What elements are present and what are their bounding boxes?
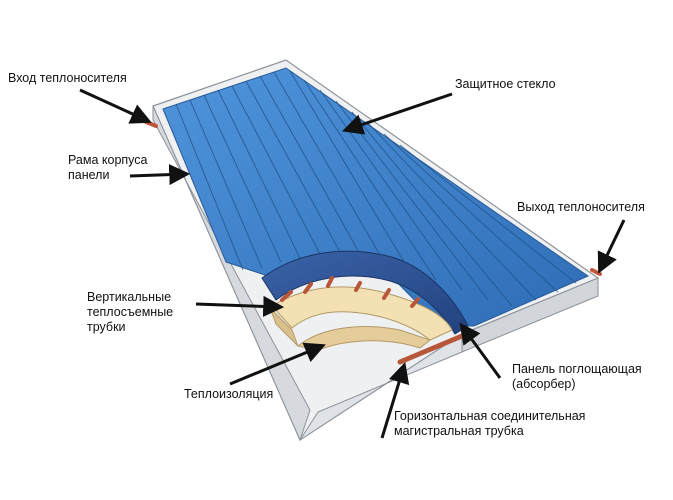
arrow-outlet [597,219,626,274]
arrow-insulation [229,342,326,386]
vertical-pipes [280,276,420,308]
insulation-cutaway [269,286,453,351]
arrow-inlet [79,88,152,124]
label-tubes: Вертикальные теплосъемные трубки [87,290,173,335]
label-tubes-line3: трубки [87,320,126,334]
arrow-glass [342,92,453,135]
label-header-line2: магистральная трубка [394,424,524,438]
arrow-tubes [195,295,285,317]
label-outlet: Выход теплоносителя [517,200,645,214]
label-tubes-line2: теплосъемные [87,305,174,319]
arrow-absorber [459,322,502,379]
label-insulation: Теплоизоляция [184,387,274,401]
label-tubes-line1: Вертикальные [87,290,172,304]
label-header-line1: Горизонтальная соединительная [394,409,586,423]
arrow-header [380,361,410,439]
outlet-stub [590,268,602,276]
label-frame-line2: панели [68,168,110,182]
arrow-frame [129,164,191,186]
label-frame: Рама корпуса панели [68,153,148,183]
label-frame-line1: Рама корпуса [68,153,148,167]
label-absorber-line1: Панель поглощающая [512,362,642,376]
header-pipe [397,333,465,365]
protective-glass [162,67,590,327]
label-absorber-line2: (абсорбер) [512,377,576,391]
label-header: Горизонтальная соединительная магистраль… [394,409,585,439]
label-absorber: Панель поглощающая (абсорбер) [512,362,642,392]
leader-arrows [79,88,626,439]
label-inlet: Вход теплоносителя [8,71,127,85]
label-glass: Защитное стекло [455,77,556,91]
